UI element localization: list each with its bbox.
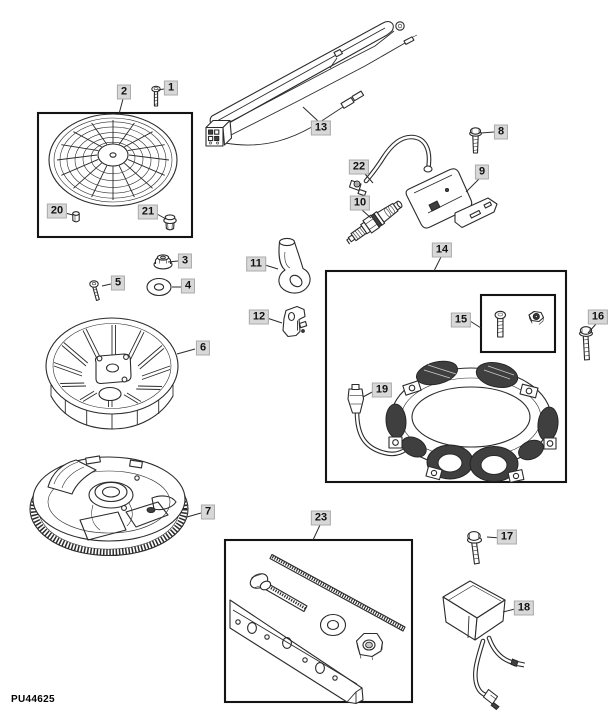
hex-bolt-8 <box>469 127 482 154</box>
group-box-grille <box>36 111 194 239</box>
figure-code: PU44625 <box>11 694 55 705</box>
wiring-harness <box>205 21 418 147</box>
hex-bolt-23 <box>249 573 308 613</box>
callout-22-badge: 22 <box>348 159 370 175</box>
callout-3-badge: 3 <box>177 253 193 269</box>
screw-1 <box>151 85 161 107</box>
flat-washer-4 <box>146 277 172 297</box>
stator-mount-posts <box>388 380 557 483</box>
grille-spokes <box>56 120 170 200</box>
callout-8-badge: 8 <box>493 124 509 140</box>
coil-lead-clamp-22 <box>348 179 367 197</box>
washer-23 <box>319 613 347 637</box>
hex-bolt-17 <box>466 531 483 565</box>
callout-20-badge: 20 <box>46 203 68 219</box>
callout-15-badge: 15 <box>450 312 472 328</box>
harness-connector-block <box>205 119 233 147</box>
screw-15 <box>494 310 507 338</box>
blower-vanes <box>53 325 171 407</box>
threaded-rod <box>269 553 406 632</box>
callout-4-badge: 4 <box>180 278 196 294</box>
fan-screen-grille <box>48 113 178 207</box>
stator <box>347 360 559 483</box>
callout-17-badge: 17 <box>496 529 518 545</box>
hex-nut-23 <box>355 632 384 661</box>
callout-18-badge: 18 <box>513 600 535 616</box>
callout-23-badge: 23 <box>310 510 332 526</box>
callout-16-badge: 16 <box>587 309 609 325</box>
callout-11-badge: 11 <box>246 256 266 272</box>
leader-lines <box>64 88 597 613</box>
group-box-stator <box>324 269 568 484</box>
spark-plug <box>346 200 403 245</box>
callout-1-badge: 1 <box>163 80 179 96</box>
callout-14-badge: 14 <box>431 242 453 258</box>
stator-lead-connector <box>347 383 365 414</box>
group-box-mounting-kit <box>223 538 414 705</box>
voltage-regulator <box>442 580 526 711</box>
pin-20 <box>72 211 80 223</box>
callout-10-badge: 10 <box>349 195 371 211</box>
callout-12-badge: 12 <box>248 309 270 325</box>
hex-bolt-16 <box>579 326 593 361</box>
cable-clamp-12 <box>282 305 308 338</box>
callout-9-badge: 9 <box>474 164 490 180</box>
callout-7-badge: 7 <box>200 504 216 520</box>
screw-5 <box>89 280 100 302</box>
ignition-coil <box>363 134 498 229</box>
nut-15 <box>528 310 545 325</box>
spark-plug-boot <box>278 237 311 294</box>
blower-fan <box>45 317 179 430</box>
bushing-21 <box>163 214 177 231</box>
callout-21-badge: 21 <box>137 204 159 220</box>
callout-2-badge: 2 <box>116 84 132 100</box>
flywheel <box>29 455 189 557</box>
callout-5-badge: 5 <box>110 275 126 291</box>
mounting-bracket <box>229 599 364 705</box>
flange-nut-3 <box>153 254 173 270</box>
callout-19-badge: 19 <box>371 382 393 398</box>
callout-6-badge: 6 <box>195 340 211 356</box>
callout-13-badge: 13 <box>310 120 332 136</box>
hardware-box-15 <box>479 293 557 354</box>
